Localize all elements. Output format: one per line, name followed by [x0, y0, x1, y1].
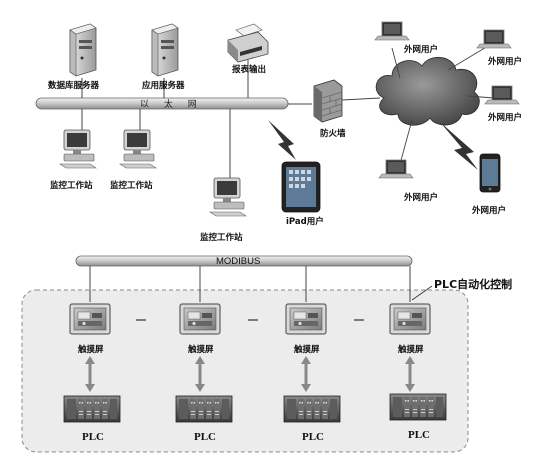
monitor-station-1: 监控工作站: [50, 129, 97, 191]
touch-screen-icon: [69, 303, 111, 335]
plc-1: PLC: [63, 395, 121, 443]
computer-icon: [119, 129, 157, 169]
external-user-label: 外网用户: [487, 56, 522, 67]
laptop-icon: [378, 159, 414, 179]
touch-screen-icon: [389, 303, 431, 335]
touch-screen-2: 触摸屏: [179, 303, 221, 355]
external-user-1: 外网用户: [374, 21, 438, 55]
external-links: [391, 45, 495, 165]
ipad-user: iPad用户: [281, 161, 324, 227]
ethernet-label: 以 太 网: [140, 98, 203, 110]
server-links: [81, 60, 249, 178]
server-icon: [151, 23, 179, 77]
hmi-plc-arrows: [88, 362, 412, 386]
report-output-label: 报表输出: [232, 64, 266, 75]
plc-control-label: PLC自动化控制: [434, 277, 512, 291]
plc-4: PLC: [389, 393, 447, 441]
printer-icon: [227, 23, 269, 63]
tablet-icon: [281, 161, 321, 213]
touch-screen-4: 触摸屏: [389, 303, 431, 355]
external-user-3: 外网用户: [484, 85, 522, 123]
plc-module-icon: [175, 395, 233, 423]
database-server: 数据库服务器: [48, 23, 100, 91]
application-server: 应用服务器: [142, 23, 185, 91]
wireless-bolt-icon: [268, 120, 296, 160]
touch-screen-icon: [179, 303, 221, 335]
internet-cloud-icon: [375, 57, 480, 126]
application-server-label: 应用服务器: [142, 80, 185, 91]
touch-screen-label: 触摸屏: [77, 344, 104, 355]
plc-module-icon: [389, 393, 447, 421]
cloud-link: [341, 97, 381, 101]
plc-label: PLC: [194, 431, 216, 443]
ipad-label: iPad用户: [286, 216, 324, 227]
smartphone-icon: [479, 153, 501, 193]
external-user-4: 外网用户: [378, 159, 438, 203]
laptop-icon: [484, 85, 520, 105]
server-icon: [69, 23, 97, 77]
monitor-station-3: 监控工作站: [200, 177, 247, 243]
external-user-2: 外网用户: [476, 29, 522, 67]
touch-screen-icon: [285, 303, 327, 335]
touch-screen-label: 触摸屏: [397, 344, 424, 355]
plc-label: PLC: [408, 429, 430, 441]
database-server-label: 数据库服务器: [48, 80, 100, 91]
monitor-station-label: 监控工作站: [110, 180, 153, 191]
external-user-label: 外网用户: [487, 112, 522, 123]
laptop-icon: [374, 21, 410, 41]
firewall-icon: [313, 79, 343, 123]
firewall-label: 防火墙: [320, 128, 346, 139]
report-printer: 报表输出: [227, 23, 269, 75]
plc-label: PLC: [82, 431, 104, 443]
firewall: 防火墙: [313, 79, 346, 139]
external-user-5: 外网用户: [471, 153, 506, 216]
plc-2: PLC: [175, 395, 233, 443]
plc-3: PLC: [283, 395, 341, 443]
plc-label: PLC: [302, 431, 324, 443]
monitor-station-2: 监控工作站: [110, 129, 157, 191]
external-user-label: 外网用户: [471, 205, 506, 216]
touch-screen-3: 触摸屏: [285, 303, 327, 355]
ethernet-bus: 以 太 网: [35, 97, 289, 110]
external-user-label: 外网用户: [403, 44, 438, 55]
arrow-heads: [85, 356, 415, 392]
monitor-station-label: 监控工作站: [200, 232, 243, 243]
modbus-bus: MODIBUS: [75, 255, 413, 267]
monitor-station-label: 监控工作站: [50, 180, 93, 191]
modbus-label: MODIBUS: [216, 256, 260, 267]
laptop-icon: [476, 29, 512, 49]
external-user-label: 外网用户: [403, 192, 438, 203]
computer-icon: [59, 129, 97, 169]
plc-module-icon: [63, 395, 121, 423]
wireless-bolt-icon: [440, 122, 478, 170]
touch-screen-label: 触摸屏: [187, 344, 214, 355]
computer-icon: [209, 177, 247, 217]
plc-control-pointer: [411, 285, 433, 301]
touch-screen-label: 触摸屏: [293, 344, 320, 355]
plc-module-icon: [283, 395, 341, 423]
touch-screen-1: 触摸屏: [69, 303, 111, 355]
modbus-links: [89, 266, 411, 302]
plc-control-zone: [21, 289, 469, 453]
